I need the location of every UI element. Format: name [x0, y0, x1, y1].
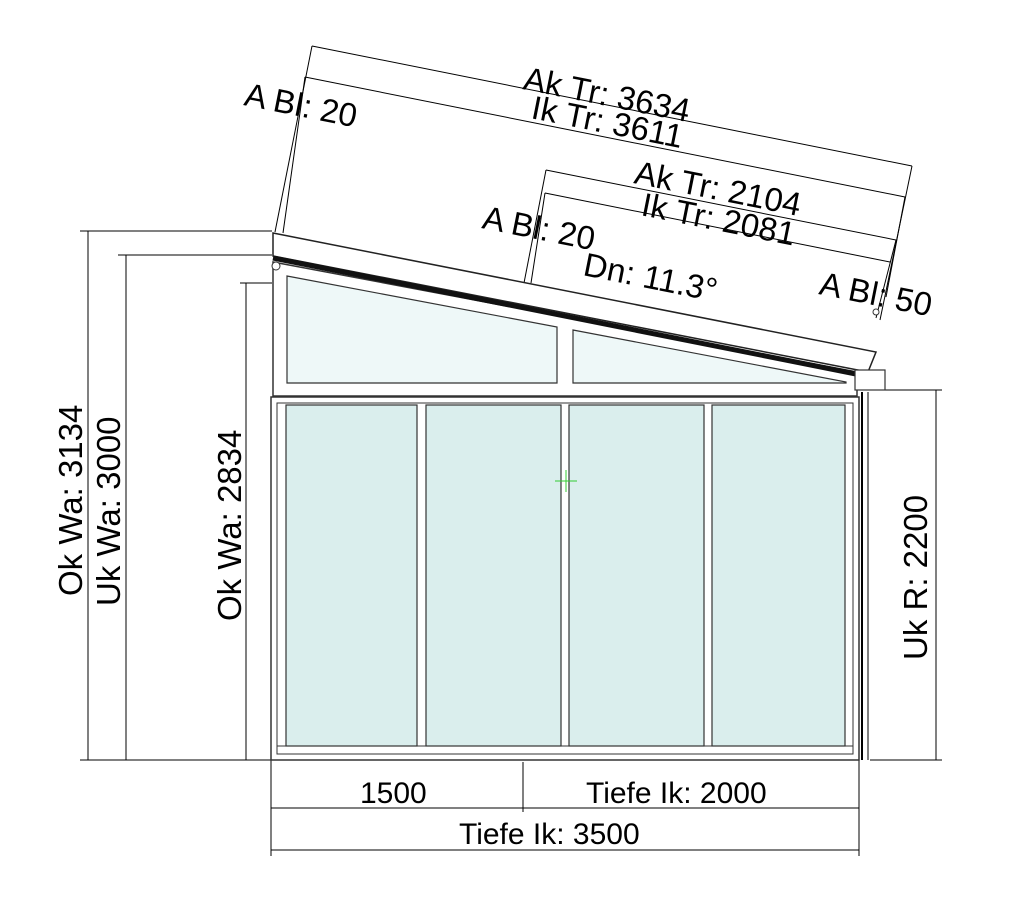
- roof-structure: [271, 232, 886, 397]
- wall-under-top-label: Uk Wa: 3000: [90, 416, 127, 606]
- glass-panel: [568, 404, 705, 747]
- wall-outer-top-label: Ok Wa: 3134: [52, 405, 89, 596]
- roof-dimension-lines: [274, 45, 913, 321]
- glass-panel: [711, 404, 846, 747]
- depth-total-label: Tiefe Ik: 3500: [459, 818, 640, 851]
- gutter: [854, 369, 886, 391]
- depth-segment-1-label: 1500: [360, 777, 427, 810]
- gutter-height-label: Uk R: 2200: [897, 495, 934, 660]
- glass-wall: [270, 392, 869, 761]
- dimension-labels: Ak Tr: 3634 Ik Tr: 3611 A Bl: 20 Ak Tr: …: [52, 60, 935, 851]
- glass-panel: [425, 404, 562, 747]
- height-dimension-lines: [80, 230, 942, 761]
- depth-segment-2-label: Tiefe Ik: 2000: [586, 777, 767, 810]
- glass-panel: [285, 404, 418, 747]
- depth-dimension-lines: [270, 760, 860, 856]
- wall-outer-inner-label: Ok Wa: 2834: [211, 430, 248, 621]
